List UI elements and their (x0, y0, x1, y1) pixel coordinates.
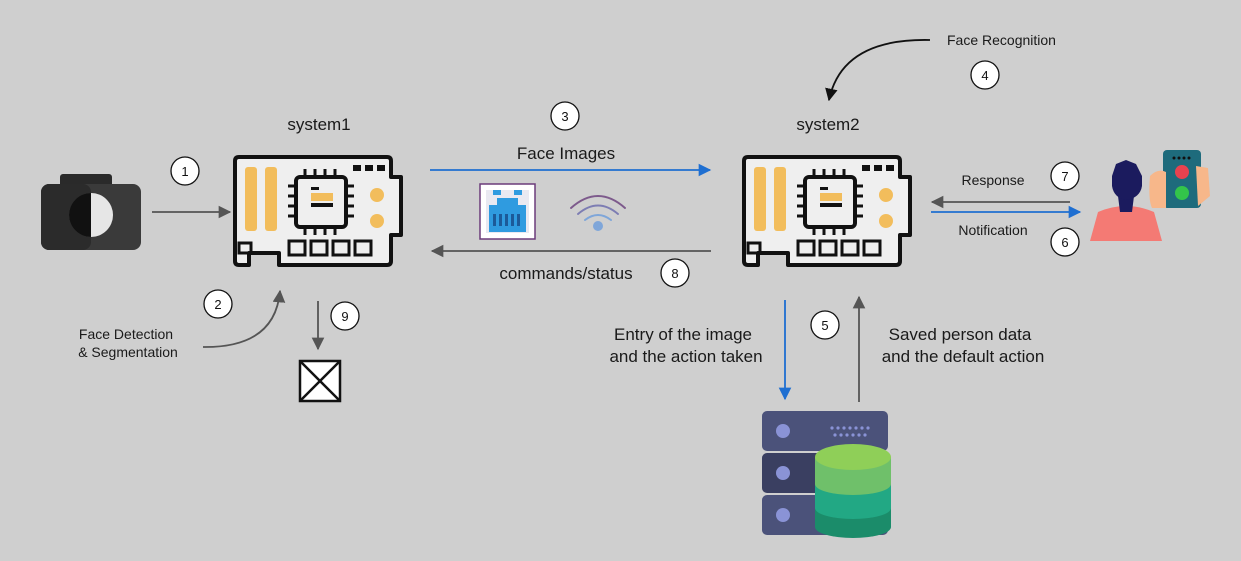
camera-icon (41, 174, 141, 250)
circuit-board-icon (742, 155, 912, 267)
saved-label-2: and the default action (882, 347, 1045, 366)
svg-text:2: 2 (214, 297, 221, 312)
step-badge-4: 4 (970, 60, 1000, 90)
svg-text:8: 8 (671, 266, 678, 281)
step-badge-2: 2 (203, 289, 233, 319)
arrow-face-detection (202, 289, 286, 348)
step-badge-1: 1 (170, 156, 200, 186)
commands-status-label: commands/status (499, 264, 632, 283)
step-badge-8: 8 (660, 258, 690, 288)
arrow-face-recognition (825, 39, 931, 102)
step-badge-3: 3 (550, 101, 580, 131)
circuit-board-icon (233, 155, 403, 267)
svg-text:7: 7 (1061, 169, 1068, 184)
face-detection-label-1: Face Detection (79, 326, 173, 342)
system1-label: system1 (287, 115, 350, 134)
svg-text:3: 3 (561, 109, 568, 124)
user-icon (1090, 160, 1162, 241)
wifi-icon (570, 195, 626, 231)
system2-label: system2 (796, 115, 859, 134)
traffic-light-icon (1149, 150, 1210, 208)
face-recognition-label: Face Recognition (947, 32, 1056, 48)
svg-text:6: 6 (1061, 235, 1068, 250)
step-badge-9: 9 (330, 301, 360, 331)
entry-label-1: Entry of the image (614, 325, 752, 344)
step-badge-7: 7 (1050, 161, 1080, 191)
notification-label: Notification (958, 222, 1027, 238)
step-badge-6: 6 (1050, 227, 1080, 257)
database-server-icon (762, 411, 891, 538)
blocked-box-icon (298, 359, 342, 403)
response-label: Response (961, 172, 1024, 188)
svg-text:1: 1 (181, 164, 188, 179)
face-detection-label-2: & Segmentation (78, 344, 178, 360)
svg-text:4: 4 (981, 68, 988, 83)
ethernet-port-icon (479, 183, 536, 240)
step-badge-5: 5 (810, 310, 840, 340)
face-images-label: Face Images (517, 144, 615, 163)
svg-text:9: 9 (341, 309, 348, 324)
saved-label-1: Saved person data (889, 325, 1032, 344)
entry-label-2: and the action taken (609, 347, 762, 366)
svg-text:5: 5 (821, 318, 828, 333)
